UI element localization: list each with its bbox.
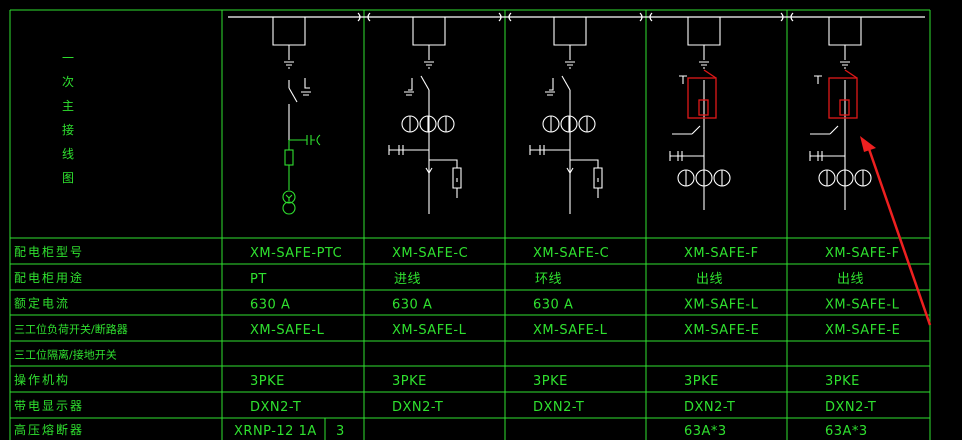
fuse-highlight-2 [828,69,858,119]
cell-model-4: XM-SAFE-F [825,246,900,261]
cell-indicator-4: DXN2-T [825,400,876,415]
cell-mechanism-1: 3PKE [392,374,427,389]
cell-fuse-0: XRNP-12 1A [234,424,317,439]
cell-usage-1: 进线 [394,272,421,287]
cell-mechanism-0: 3PKE [250,374,285,389]
diagram-title: 一次主接线图 [62,51,74,185]
row-label-1: 配电柜用途 [14,270,84,285]
cell-mechanism-4: 3PKE [825,374,860,389]
cell-model-1: XM-SAFE-C [392,246,468,261]
circuit-pt-green [282,134,321,215]
cell-indicator-3: DXN2-T [684,400,735,415]
cell-switch-0: XM-SAFE-L [250,323,325,338]
cell-rated_current-0: 630 A [250,298,290,313]
cell-switch-3: XM-SAFE-E [684,323,759,338]
row-label-4: 三工位隔离/接地开关 [14,348,117,362]
cell-mechanism-2: 3PKE [533,374,568,389]
circuit-outgoing-2 [809,17,872,210]
cell-fuse-4: 63A*3 [825,424,868,439]
cell-rated_current-3: XM-SAFE-L [684,298,759,313]
annotation-arrow-icon [860,136,932,326]
cell-indicator-1: DXN2-T [392,400,443,415]
row-label-2: 额定电流 [14,296,70,311]
cell-indicator-0: DXN2-T [250,400,301,415]
cell-switch-1: XM-SAFE-L [392,323,467,338]
cell-model-0: XM-SAFE-PTC [250,246,342,261]
cell-fuse-qty-0: 3 [336,424,345,439]
cell-usage-2: 环线 [535,272,562,287]
fuse-highlight-1 [687,69,717,119]
cell-model-2: XM-SAFE-C [533,246,609,261]
cell-switch-4: XM-SAFE-E [825,323,900,338]
circuit-pt [272,17,311,140]
cell-switch-2: XM-SAFE-L [533,323,608,338]
cell-usage-3: 出线 [696,272,723,287]
circuit-incoming [388,17,462,214]
cell-rated_current-4: XM-SAFE-L [825,298,900,313]
row-label-6: 带电显示器 [14,399,84,413]
cell-mechanism-3: 3PKE [684,374,719,389]
cell-rated_current-2: 630 A [533,298,573,313]
row-label-5: 操作机构 [14,372,70,387]
cell-rated_current-1: 630 A [392,298,432,313]
cell-model-3: XM-SAFE-F [684,246,759,261]
busbar [228,12,925,22]
cell-usage-0: PT [250,272,267,287]
row-label-0: 配电柜型号 [14,245,84,259]
row-labels: 配电柜型号配电柜用途额定电流三工位负荷开关/断路器三工位隔离/接地开关操作机构带… [14,245,128,437]
table-grid [9,9,931,440]
row-label-3: 三工位负荷开关/断路器 [14,322,128,336]
circuit-ring [529,17,603,214]
column-values: XM-SAFE-PTC PT 630 A XM-SAFE-L 3PKE DXN2-T XRN… [234,246,900,439]
cell-fuse-3: 63A*3 [684,424,727,439]
circuit-outgoing-1 [669,17,731,210]
cell-usage-4: 出线 [837,272,864,287]
row-label-7: 高压熔断器 [14,422,84,437]
cell-indicator-2: DXN2-T [533,400,584,415]
